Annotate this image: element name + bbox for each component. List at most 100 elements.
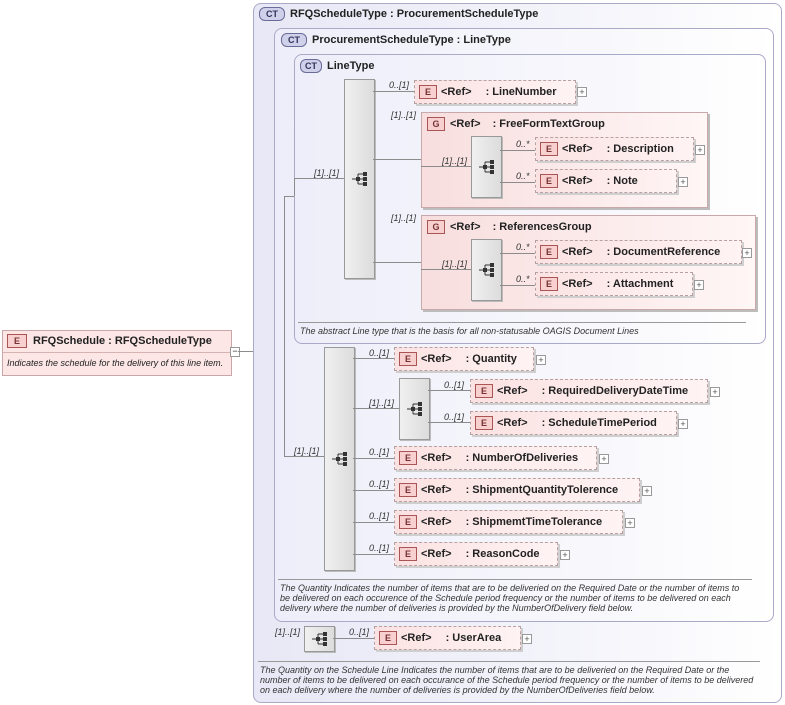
connector-line bbox=[428, 390, 470, 391]
expand-icon[interactable]: + bbox=[710, 387, 720, 397]
collapse-toggle[interactable]: − bbox=[230, 347, 240, 357]
cardinality-label: [1]..[1] bbox=[314, 168, 340, 178]
element-userarea[interactable]: E<Ref>: UserArea bbox=[374, 626, 521, 650]
element-name: : ShipmemtTimeTolerance bbox=[465, 516, 603, 528]
group-referencesgroup-title: G<Ref>: ReferencesGroup bbox=[427, 220, 592, 234]
connector-line bbox=[353, 490, 394, 491]
cardinality-label: [1]..[1] bbox=[275, 627, 301, 637]
group-freeformtextgroup-title: G<Ref>: FreeFormTextGroup bbox=[427, 117, 605, 131]
element-icon: E bbox=[399, 515, 417, 530]
element-linenumber[interactable]: E<Ref>: LineNumber bbox=[414, 80, 576, 104]
expand-icon[interactable]: + bbox=[560, 550, 570, 560]
element-icon: E bbox=[540, 277, 558, 292]
cardinality-label: 0..[1] bbox=[369, 447, 390, 457]
sequence-compositor-freeform[interactable] bbox=[471, 136, 502, 198]
connector-line bbox=[373, 159, 421, 160]
cardinality-label: 0..* bbox=[516, 139, 530, 149]
expand-icon[interactable]: + bbox=[694, 280, 704, 290]
ref-label: <Ref> bbox=[421, 452, 452, 464]
sequence-compositor-rfq[interactable] bbox=[304, 626, 335, 652]
connector-line bbox=[373, 262, 421, 263]
cardinality-label: 0..[1] bbox=[369, 479, 390, 489]
connector-line bbox=[353, 408, 399, 409]
rfqscheduletype-doc: The Quantity on the Schedule Line Indica… bbox=[260, 665, 753, 695]
divider bbox=[278, 579, 752, 580]
connector-line bbox=[284, 456, 324, 457]
element-requireddeliverydatetime[interactable]: E<Ref>: RequiredDeliveryDateTime bbox=[470, 379, 708, 403]
divider bbox=[3, 352, 231, 353]
root-element-title: RFQSchedule : RFQScheduleType bbox=[33, 334, 212, 347]
cardinality-label: [1]..[1] bbox=[391, 213, 417, 223]
sequence-compositor-linetype[interactable] bbox=[344, 79, 375, 279]
element-shipmemttimetolerance[interactable]: E<Ref>: ShipmemtTimeTolerance bbox=[394, 510, 623, 534]
cardinality-label: 0..* bbox=[516, 171, 530, 181]
group-name: : FreeFormTextGroup bbox=[492, 117, 605, 130]
connector-line bbox=[284, 196, 294, 197]
element-icon: E bbox=[399, 483, 417, 498]
ref-label: <Ref> bbox=[441, 86, 472, 98]
element-icon: E bbox=[399, 451, 417, 466]
ref-label: <Ref> bbox=[450, 117, 481, 130]
connector-line bbox=[238, 351, 264, 352]
complex-type-icon: CT bbox=[281, 33, 307, 47]
element-documentreference[interactable]: E<Ref>: DocumentReference bbox=[535, 240, 742, 264]
element-shipmentquantitytolerence[interactable]: E<Ref>: ShipmentQuantityTolerence bbox=[394, 478, 640, 502]
element-icon: E bbox=[540, 174, 558, 189]
expand-icon[interactable]: + bbox=[577, 87, 587, 97]
expand-icon[interactable]: + bbox=[678, 177, 688, 187]
element-attachment[interactable]: E<Ref>: Attachment bbox=[535, 272, 693, 296]
cardinality-label: 0..[1] bbox=[369, 543, 390, 553]
element-name: : Quantity bbox=[465, 353, 517, 365]
sequence-icon bbox=[311, 632, 327, 646]
expand-icon[interactable]: + bbox=[678, 419, 688, 429]
cardinality-label: 0..[1] bbox=[444, 412, 465, 422]
connector-line bbox=[500, 253, 535, 254]
cardinality-label: 0..[1] bbox=[349, 627, 370, 637]
complex-type-icon: CT bbox=[300, 59, 322, 73]
element-scheduletimeperiod[interactable]: E<Ref>: ScheduleTimePeriod bbox=[470, 411, 677, 435]
doc-line: The Quantity Indicates the number of ite… bbox=[280, 583, 740, 593]
element-name: : RequiredDeliveryDateTime bbox=[541, 385, 689, 397]
expand-icon[interactable]: + bbox=[536, 355, 546, 365]
connector-line bbox=[294, 178, 344, 179]
element-name: : ReasonCode bbox=[465, 548, 540, 560]
expand-icon[interactable]: + bbox=[742, 248, 752, 258]
connector-line bbox=[333, 638, 374, 639]
element-reasoncode[interactable]: E<Ref>: ReasonCode bbox=[394, 542, 558, 566]
cardinality-label: [1]..[1] bbox=[294, 446, 320, 456]
sequence-compositor-procurement[interactable] bbox=[324, 347, 355, 571]
element-name: : LineNumber bbox=[485, 86, 557, 98]
element-numberofdeliveries[interactable]: E<Ref>: NumberOfDeliveries bbox=[394, 446, 597, 470]
cardinality-label: 0..[1] bbox=[389, 80, 410, 90]
expand-icon[interactable]: + bbox=[695, 145, 705, 155]
element-quantity[interactable]: E<Ref>: Quantity bbox=[394, 347, 534, 371]
doc-line: The Quantity on the Schedule Line Indica… bbox=[260, 665, 730, 675]
sequence-icon bbox=[351, 172, 367, 186]
cardinality-label: [1]..[1] bbox=[391, 110, 417, 120]
divider bbox=[298, 322, 746, 323]
connector-line bbox=[353, 522, 394, 523]
sequence-icon bbox=[478, 160, 494, 174]
cardinality-label: 0..[1] bbox=[444, 380, 465, 390]
ref-label: <Ref> bbox=[401, 632, 432, 644]
sequence-icon bbox=[478, 263, 494, 277]
expand-icon[interactable]: + bbox=[642, 486, 652, 496]
sequence-compositor-delivery[interactable] bbox=[399, 378, 430, 440]
ref-label: <Ref> bbox=[421, 353, 452, 365]
connector-line bbox=[421, 166, 471, 167]
linetype-doc: The abstract Line type that is the basis… bbox=[300, 326, 639, 336]
connector-line bbox=[294, 178, 295, 196]
sequence-icon bbox=[406, 402, 422, 416]
element-icon: E bbox=[475, 416, 493, 431]
element-name: : ScheduleTimePeriod bbox=[541, 417, 657, 429]
sequence-compositor-references[interactable] bbox=[471, 239, 502, 301]
element-note[interactable]: E<Ref>: Note bbox=[535, 169, 677, 193]
element-description[interactable]: E<Ref>: Description bbox=[535, 137, 694, 161]
expand-icon[interactable]: + bbox=[522, 634, 532, 644]
expand-icon[interactable]: + bbox=[599, 454, 609, 464]
expand-icon[interactable]: + bbox=[625, 518, 635, 528]
cardinality-label: 0..* bbox=[516, 242, 530, 252]
